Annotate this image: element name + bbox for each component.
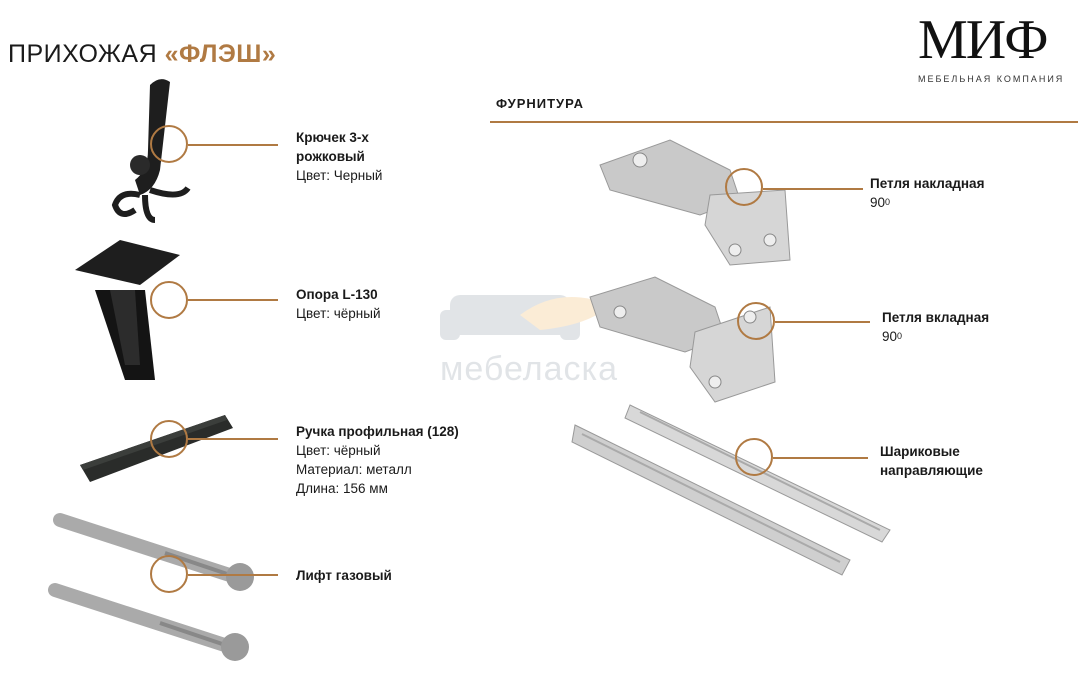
overlay-hinge-image [599,139,791,266]
support-leg-image [75,240,180,380]
overlay-hinge-label: Петля накладная 900 [870,174,984,212]
section-title: ФУРНИТУРА [496,96,585,111]
gas-lift-pointer [188,574,278,576]
hook-name-line1: Крючек 3-х [296,130,369,145]
drawer-slides-name-line1: Шариковые [880,444,960,459]
handle-material: Материал: металл [296,462,412,477]
hook-color: Цвет: Черный [296,168,383,183]
hook-name-line2: рожковый [296,149,365,164]
hook-pointer [188,144,278,146]
handle-length: Длина: 156 мм [296,481,388,496]
drawer-slides-name-line2: направляющие [880,463,983,478]
support-color: Цвет: чёрный [296,306,381,321]
handle-label: Ручка профильная (128) Цвет: чёрный Мате… [296,422,459,498]
drawer-slides-image [571,404,891,576]
handle-color: Цвет: чёрный [296,443,381,458]
inset-hinge-pointer [775,321,870,323]
inset-hinge-label: Петля вкладная 900 [882,308,989,346]
inset-hinge-name: Петля вкладная [882,310,990,325]
hook-marker [150,125,188,163]
gas-lift-name: Лифт газовый [296,568,392,583]
overlay-hinge-marker [725,168,763,206]
overlay-hinge-name: Петля накладная [870,176,985,191]
watermark: мебеласка [440,285,650,389]
gas-lift-label: Лифт газовый [296,566,392,585]
support-pointer [188,299,278,301]
logo-subtitle: МЕБЕЛЬНАЯ КОМПАНИЯ [918,74,1065,84]
title-name: «ФЛЭШ» [164,40,277,68]
handle-name: Ручка профильная (128) [296,424,459,439]
gas-lift-marker [150,555,188,593]
support-label: Опора L-130 Цвет: чёрный [296,285,381,323]
logo-text: МИФ [918,9,1048,71]
overlay-hinge-pointer [763,188,863,190]
title-prefix: ПРИХОЖАЯ [8,40,158,68]
handle-pointer [188,438,278,440]
inset-hinge-angle: 900 [882,329,903,344]
handle-marker [150,420,188,458]
watermark-text: мебеласка [440,350,619,388]
overlay-hinge-angle: 900 [870,195,891,210]
page-title: ПРИХОЖАЯ «ФЛЭШ» [8,40,276,69]
support-marker [150,281,188,319]
drawer-slides-pointer [773,457,868,459]
drawer-slides-label: Шариковые направляющие [880,442,983,480]
company-logo: МИФ МЕБЕЛЬНАЯ КОМПАНИЯ [918,10,1078,84]
sofa-icon [440,295,610,340]
drawer-slides-marker [735,438,773,476]
inset-hinge-marker [737,302,775,340]
section-divider [490,121,1078,123]
hook-label: Крючек 3-х рожковый Цвет: Черный [296,128,382,185]
support-name: Опора L-130 [296,287,378,302]
